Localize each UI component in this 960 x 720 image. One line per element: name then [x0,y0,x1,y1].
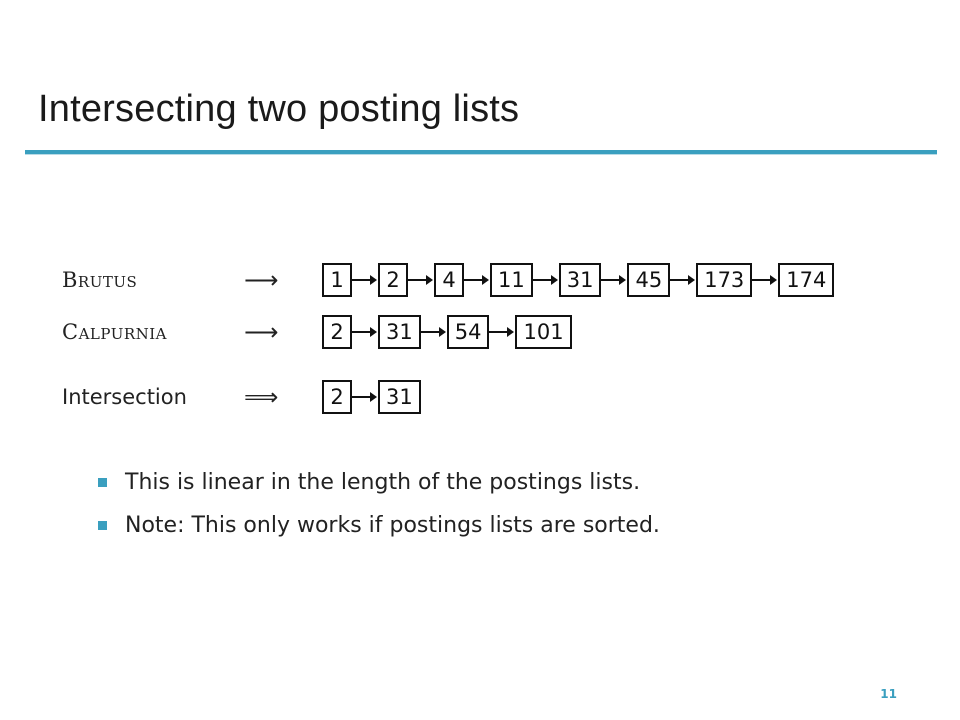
row-label-calpurnia: Calpurnia [62,320,168,344]
row-arrow-intersection: ⟹ [244,383,279,411]
posting-node: 54 [446,315,490,349]
pointer-arrow-icon [670,263,696,297]
pointer-arrow-icon [752,263,778,297]
pointer-arrow-icon [408,263,434,297]
posting-chain-intersection: 2 31 [322,380,421,414]
pointer-arrow-icon [601,263,627,297]
posting-node: 2 [322,380,352,414]
posting-node: 31 [558,263,602,297]
bullet-item: Note: This only works if postings lists … [98,513,660,538]
posting-node: 31 [378,315,421,349]
page-number: 11 [880,687,897,701]
title-underline [25,150,937,154]
pointer-arrow-icon [532,263,559,297]
posting-node: 45 [627,263,671,297]
row-arrow-calpurnia: ⟶ [244,318,279,346]
row-intersection: Intersection ⟹ 2 31 [62,377,421,417]
row-arrow-brutus: ⟶ [244,266,279,294]
posting-node: 2 [322,315,352,349]
posting-node: 31 [378,380,421,414]
posting-node: 4 [434,263,464,297]
posting-node: 11 [490,263,533,297]
bullet-item: This is linear in the length of the post… [98,470,660,495]
row-label-intersection: Intersection [62,385,187,409]
posting-chain-calpurnia: 2 31 54 101 [322,315,572,349]
pointer-arrow-icon [464,263,490,297]
slide-title: Intersecting two posting lists [38,88,520,130]
row-calpurnia: Calpurnia ⟶ 2 31 54 101 [62,312,572,352]
posting-node: 173 [696,263,753,297]
bullet-text: This is linear in the length of the post… [125,470,641,495]
posting-node: 101 [515,315,572,349]
square-bullet-icon [98,521,107,530]
pointer-arrow-icon [420,315,447,349]
pointer-arrow-icon [352,380,378,414]
title-underline-shadow [25,154,937,155]
bullet-list: This is linear in the length of the post… [98,470,660,556]
pointer-arrow-icon [352,315,378,349]
pointer-arrow-icon [489,315,515,349]
bullet-text: Note: This only works if postings lists … [125,513,660,538]
row-label-brutus: Brutus [62,268,138,292]
square-bullet-icon [98,478,107,487]
posting-node: 2 [378,263,408,297]
pointer-arrow-icon [352,263,378,297]
posting-node: 1 [322,263,352,297]
posting-node: 174 [778,263,835,297]
